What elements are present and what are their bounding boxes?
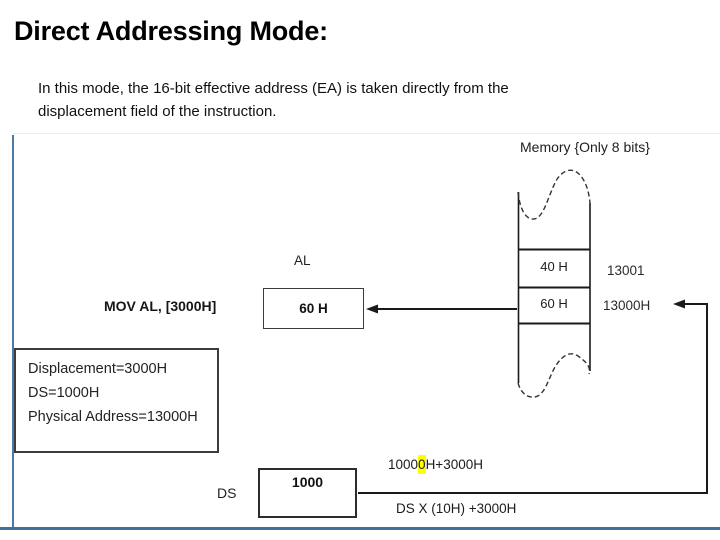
ds-register-value: 1000 xyxy=(291,474,324,490)
arrow-memory-to-al-head xyxy=(366,304,378,314)
memory-address-1: 13000H xyxy=(603,298,651,313)
body-line-1: In this mode, the 16-bit effective addre… xyxy=(38,80,509,97)
instruction-text: MOV AL, [3000H] xyxy=(104,298,217,314)
memory-title: Memory {Only 8 bits} xyxy=(520,139,650,155)
info-ds: DS=1000H xyxy=(28,385,100,401)
memory-address-0: 13001 xyxy=(607,263,645,278)
al-register-value: 60 H xyxy=(299,301,328,316)
accent-bottom-rule xyxy=(0,527,720,530)
diagram-top-divider xyxy=(12,133,720,134)
memory-cell-value-0: 40 H xyxy=(540,259,568,274)
al-register-label: AL xyxy=(294,253,311,268)
calc-numerator-post: H+3000H xyxy=(425,457,483,472)
arrow-calc-to-address-head xyxy=(673,299,685,309)
calc-numerator: 10000H+3000H xyxy=(388,455,483,474)
calc-numerator-highlight: 0 xyxy=(418,455,426,474)
info-box: Displacement=3000H DS=1000H Physical Add… xyxy=(14,348,219,453)
memory-torn-top xyxy=(517,169,591,220)
memory-cell-value-1: 60 H xyxy=(540,296,568,311)
calc-denominator: DS X (10H) +3000H xyxy=(396,501,517,516)
info-physical-address: Physical Address=13000H xyxy=(28,409,198,425)
body-paragraph: In this mode, the 16-bit effective addre… xyxy=(38,77,509,123)
memory-torn-bottom xyxy=(517,353,591,398)
info-displacement: Displacement=3000H xyxy=(28,361,168,377)
ds-register-box: 1000 xyxy=(258,468,357,518)
ds-register-label: DS xyxy=(217,485,237,501)
accent-left-rule xyxy=(12,135,14,527)
al-register-box: 60 H xyxy=(263,288,364,329)
body-line-2: displacement field of the instruction. xyxy=(38,103,277,120)
page-title: Direct Addressing Mode: xyxy=(14,16,328,46)
calc-numerator-pre: 1000 xyxy=(388,457,419,472)
